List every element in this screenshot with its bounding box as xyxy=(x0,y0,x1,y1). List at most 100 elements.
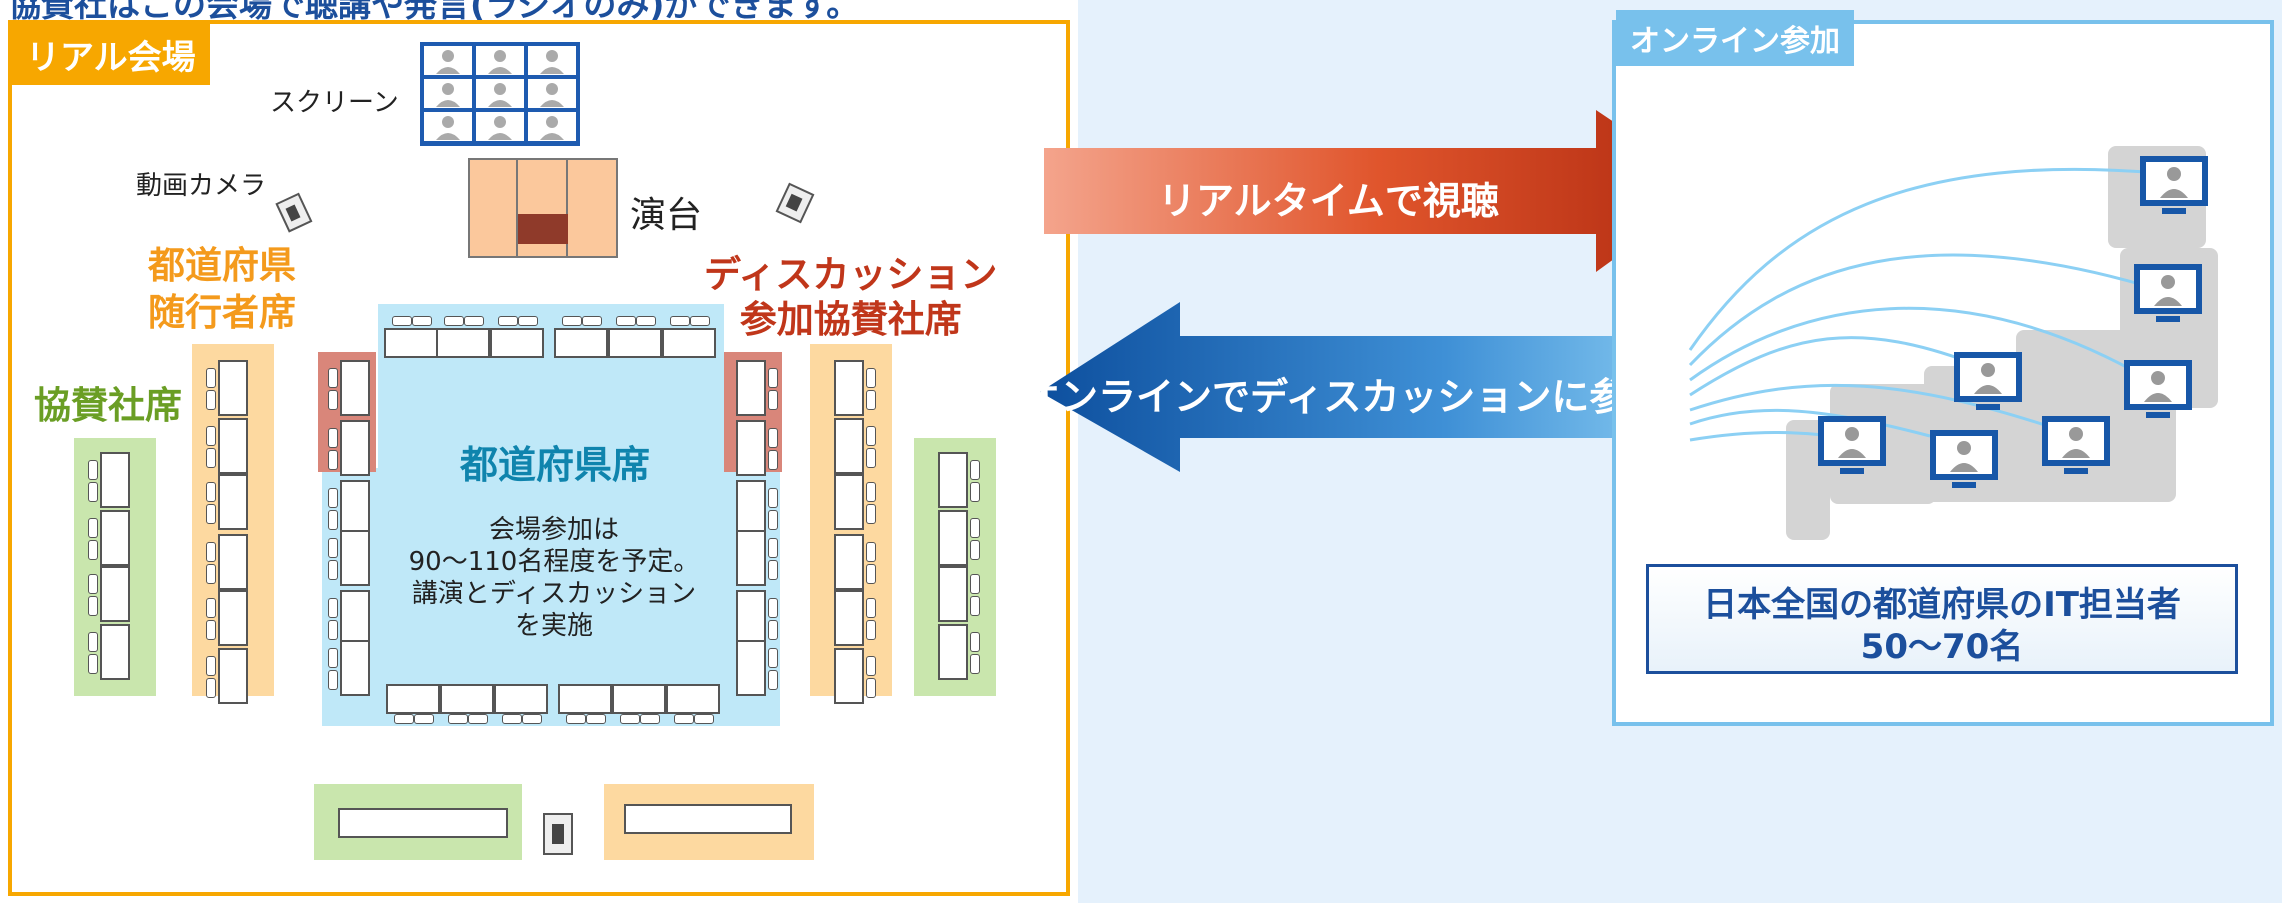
chair xyxy=(206,620,216,640)
online-summary-box: 日本全国の都道府県のIT担当者 50〜70名 xyxy=(1646,564,2238,674)
person-icon xyxy=(546,50,558,62)
chair xyxy=(970,596,980,616)
chair xyxy=(468,714,488,724)
table xyxy=(662,328,716,358)
chair xyxy=(866,598,876,618)
chair xyxy=(636,316,656,326)
chair xyxy=(88,540,98,560)
table xyxy=(736,530,766,586)
table xyxy=(834,360,864,416)
chair xyxy=(328,598,338,618)
chair xyxy=(206,656,216,676)
table xyxy=(554,328,608,358)
chair xyxy=(970,574,980,594)
table xyxy=(834,534,864,590)
chair xyxy=(206,448,216,468)
chair xyxy=(582,316,602,326)
video-camera-icon xyxy=(543,813,573,855)
chair xyxy=(88,574,98,594)
chair xyxy=(768,390,778,410)
table xyxy=(218,418,248,474)
monitor-icon xyxy=(2136,154,2212,218)
chair xyxy=(328,510,338,530)
chair xyxy=(694,714,714,724)
chair xyxy=(412,316,432,326)
table xyxy=(340,590,370,646)
chair xyxy=(206,482,216,502)
chair xyxy=(970,460,980,480)
online-summary-line1: 日本全国の都道府県のIT担当者 xyxy=(1703,585,2181,625)
chair xyxy=(444,316,464,326)
screen-label: スクリーン xyxy=(270,88,399,118)
chair xyxy=(866,564,876,584)
flow-arrows xyxy=(1040,110,1716,472)
chair xyxy=(768,450,778,470)
table xyxy=(218,360,248,416)
person-icon xyxy=(488,133,512,140)
person-icon xyxy=(488,100,512,107)
table xyxy=(384,328,438,358)
table xyxy=(490,328,544,358)
chair xyxy=(448,714,468,724)
chair xyxy=(88,460,98,480)
chair xyxy=(768,428,778,448)
discussion-sponsor-seats-label: ディスカッション 参加協賛社席 xyxy=(704,253,998,341)
realtime-arrow xyxy=(1044,110,1712,272)
chair xyxy=(970,482,980,502)
podium-label: 演台 xyxy=(630,195,703,236)
table xyxy=(100,452,130,508)
chair xyxy=(328,488,338,508)
chair xyxy=(88,518,98,538)
chair xyxy=(970,654,980,674)
chair xyxy=(328,450,338,470)
chair xyxy=(206,678,216,698)
chair xyxy=(866,368,876,388)
chair xyxy=(328,428,338,448)
chair xyxy=(88,596,98,616)
chair xyxy=(522,714,542,724)
monitor-icon xyxy=(2120,358,2196,422)
discussion-arrow-label: オンラインでディスカッションに参加 xyxy=(1022,375,1666,419)
chair xyxy=(392,316,412,326)
chair xyxy=(970,540,980,560)
monitor-icon xyxy=(1950,350,2026,414)
table xyxy=(436,328,490,358)
table xyxy=(834,648,864,704)
person-icon xyxy=(546,83,558,95)
chair xyxy=(502,714,522,724)
table xyxy=(834,418,864,474)
chair xyxy=(690,316,710,326)
chair xyxy=(414,714,434,724)
chair xyxy=(88,654,98,674)
chair xyxy=(640,714,660,724)
table xyxy=(938,510,968,566)
chair xyxy=(866,390,876,410)
chair xyxy=(768,510,778,530)
table xyxy=(386,684,440,714)
chair xyxy=(866,678,876,698)
chair xyxy=(206,426,216,446)
chair xyxy=(768,598,778,618)
chair xyxy=(206,542,216,562)
person-icon xyxy=(442,116,454,128)
chair xyxy=(498,316,518,326)
table xyxy=(612,684,666,714)
chair xyxy=(394,714,414,724)
person-icon xyxy=(540,133,564,140)
table xyxy=(440,684,494,714)
chair xyxy=(328,390,338,410)
chair xyxy=(518,316,538,326)
chair xyxy=(866,620,876,640)
person-icon xyxy=(540,100,564,107)
chair xyxy=(328,620,338,640)
chair xyxy=(970,632,980,652)
prefecture-seat-area xyxy=(378,304,724,726)
chair xyxy=(866,448,876,468)
table xyxy=(100,510,130,566)
chair xyxy=(674,714,694,724)
chair xyxy=(206,504,216,524)
chair xyxy=(866,426,876,446)
table xyxy=(736,420,766,476)
video-camera-icon xyxy=(275,192,313,233)
chair xyxy=(768,648,778,668)
